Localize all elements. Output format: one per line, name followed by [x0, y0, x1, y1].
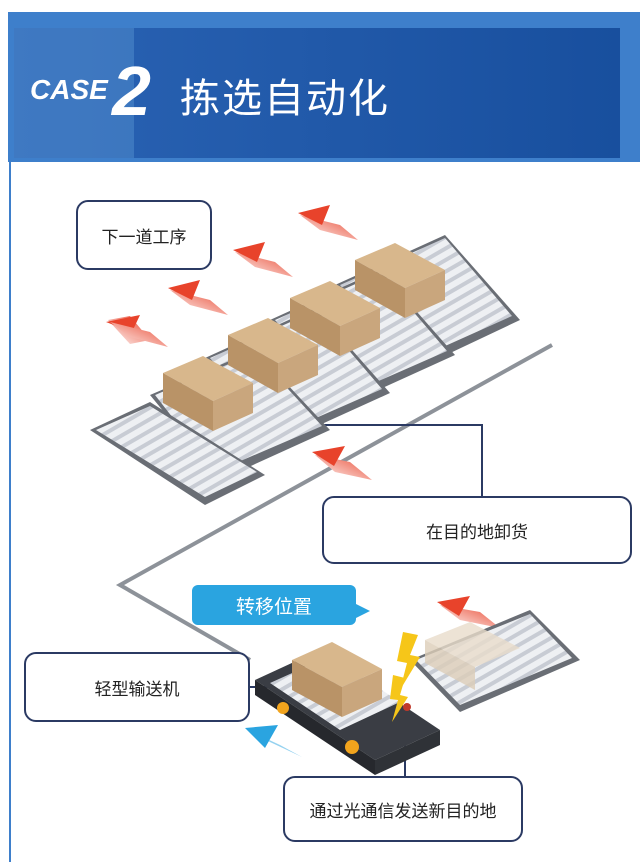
red-arrow-4	[298, 205, 358, 240]
callout-light-conveyor-text: 轻型输送机	[94, 679, 180, 700]
header-banner	[8, 12, 640, 162]
callout-optical-comm: 通过光通信发送新目的地	[283, 776, 523, 842]
case-number: 2	[112, 52, 151, 130]
red-arrow-in	[312, 446, 372, 480]
tag-move-position: 转移位置	[192, 585, 370, 625]
callout-light-conveyor: 轻型输送机	[24, 652, 250, 722]
box-2	[228, 318, 318, 393]
case-label: CASE	[30, 74, 108, 105]
callout-unload: 在目的地卸货	[322, 496, 632, 564]
box-1	[163, 356, 253, 431]
red-arrow-3	[233, 242, 293, 277]
leader-unload	[298, 424, 483, 500]
tag-move-position-text: 转移位置	[235, 595, 312, 618]
red-arrow-5	[110, 322, 168, 347]
vehicle-box	[292, 642, 382, 717]
conveyor-0	[90, 402, 265, 505]
red-arrow-2	[168, 280, 228, 315]
page-title: 拣选自动化	[180, 76, 390, 122]
callout-unload-text: 在目的地卸货	[426, 522, 528, 543]
box-3	[290, 281, 380, 356]
callout-next-process: 下一道工序	[76, 200, 212, 270]
box-4	[355, 243, 445, 318]
callout-optical-comm-text: 通过光通信发送新目的地	[309, 801, 497, 822]
callout-next-process-text: 下一道工序	[101, 227, 187, 248]
lightning-icon	[390, 632, 420, 722]
blue-arrow	[245, 725, 302, 757]
red-arrow-lower	[437, 596, 500, 628]
lower-conveyor	[410, 610, 580, 712]
